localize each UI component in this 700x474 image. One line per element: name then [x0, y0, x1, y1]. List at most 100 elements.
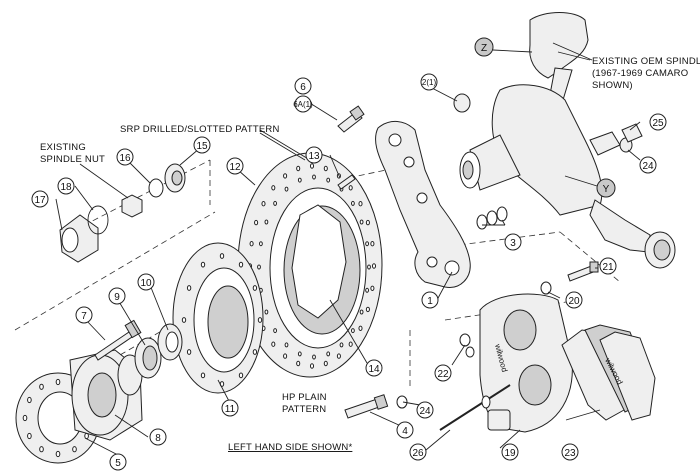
- hole: [370, 285, 375, 291]
- dust-cap: [59, 205, 109, 263]
- hole: [186, 349, 192, 355]
- hole: [271, 185, 276, 191]
- hole: [27, 396, 32, 404]
- rotor-drill-holes: [247, 163, 377, 369]
- wheel-stud: [94, 319, 142, 361]
- hole: [27, 432, 32, 440]
- hole: [200, 372, 206, 379]
- hole: [254, 219, 259, 226]
- svg-text:11: 11: [225, 404, 236, 415]
- callout-16: 16: [116, 148, 134, 166]
- hole: [284, 186, 289, 192]
- hole: [365, 287, 370, 293]
- hole: [252, 349, 258, 355]
- svg-text:24: 24: [419, 406, 431, 417]
- hole: [55, 378, 61, 386]
- hole: [219, 253, 225, 259]
- hole: [273, 328, 278, 334]
- hole: [39, 446, 44, 453]
- callout-25: 25: [649, 113, 667, 131]
- hole: [312, 174, 316, 180]
- srp-pattern-note: SRP DRILLED/SLOTTED PATTERN: [120, 124, 280, 135]
- oem-spindle-note-line2: (1967-1969 CAMARO: [592, 68, 688, 79]
- oem-spindle-note-line3: SHOWN): [592, 80, 633, 91]
- hp-plain-note-line2: PATTERN: [282, 404, 326, 415]
- hole: [339, 342, 344, 348]
- callout-13: 13: [305, 146, 323, 164]
- callout-3: 3: [504, 233, 522, 251]
- left-hand-side-note: LEFT HAND SIDE SHOWN*: [228, 442, 352, 453]
- hole: [264, 309, 269, 315]
- hole: [359, 309, 364, 315]
- hole: [323, 360, 328, 367]
- svg-text:6A(1): 6A(1): [293, 100, 313, 109]
- callout-24-caliper: 24: [416, 401, 434, 419]
- hole: [273, 200, 278, 206]
- hole: [370, 241, 375, 247]
- bearings: [134, 323, 183, 379]
- text-notes: EXISTING OEM SPINDLE* (1967-1969 CAMARO …: [40, 56, 700, 453]
- svg-text:Y: Y: [603, 184, 610, 195]
- svg-text:10: 10: [140, 278, 152, 289]
- svg-text:Z: Z: [481, 43, 487, 54]
- svg-text:9: 9: [114, 292, 120, 303]
- hole: [309, 363, 315, 369]
- hole: [257, 264, 261, 270]
- hole: [351, 328, 355, 334]
- bolts: [337, 105, 599, 419]
- callout-11: 11: [221, 399, 239, 417]
- shims-and-washers: [396, 93, 643, 409]
- svg-text:23: 23: [564, 448, 576, 459]
- hole: [367, 264, 371, 270]
- hole: [365, 306, 370, 313]
- callout-23: 23: [561, 443, 579, 461]
- svg-text:5: 5: [115, 458, 121, 469]
- svg-text:3: 3: [510, 238, 516, 249]
- svg-text:24: 24: [642, 161, 654, 172]
- hole: [238, 261, 244, 268]
- callout-6a: 6A(1): [293, 95, 313, 113]
- hole: [296, 360, 301, 367]
- brake-pads: wilwood: [561, 324, 656, 421]
- callout-15: 15: [193, 136, 211, 154]
- hole: [22, 414, 28, 422]
- spindle-nut-note-line2: SPINDLE NUT: [40, 154, 105, 165]
- callout-6: 6: [294, 77, 312, 95]
- hole: [358, 201, 363, 207]
- svg-text:8: 8: [155, 433, 161, 444]
- svg-text:21: 21: [602, 262, 614, 273]
- callout-2: 2(1): [420, 73, 438, 91]
- hole: [365, 219, 370, 226]
- hub-assembly: [15, 349, 143, 464]
- svg-text:26: 26: [412, 448, 424, 459]
- hole: [296, 165, 301, 172]
- callout-1: 1: [421, 291, 439, 309]
- callouts: Z Y 1 2(1) 3 4 5 6 6A(1) 7 8 9 10 11 12 …: [31, 37, 667, 471]
- caliper-bracket: [375, 121, 471, 288]
- hole: [186, 285, 192, 291]
- oem-spindle-note-line1: EXISTING OEM SPINDLE*: [592, 56, 700, 67]
- svg-text:12: 12: [229, 162, 241, 173]
- hole: [238, 372, 244, 379]
- hole: [365, 241, 370, 247]
- svg-text:2(1): 2(1): [422, 78, 437, 87]
- callout-5: 5: [109, 453, 127, 471]
- hole: [312, 354, 316, 360]
- hole: [252, 285, 258, 291]
- hat-bolt-holes: [181, 253, 263, 387]
- hole: [200, 261, 206, 268]
- hole: [283, 353, 288, 359]
- hole: [259, 241, 263, 247]
- callout-24-spindle: 24: [639, 156, 657, 174]
- hole: [297, 351, 302, 357]
- hole: [348, 185, 353, 191]
- svg-text:6: 6: [300, 82, 306, 93]
- svg-text:1: 1: [427, 296, 433, 307]
- callout-y: Y: [596, 178, 616, 198]
- hole: [326, 177, 331, 183]
- svg-text:20: 20: [568, 296, 580, 307]
- callout-10: 10: [137, 273, 155, 291]
- svg-text:22: 22: [437, 369, 449, 380]
- hole: [283, 173, 288, 179]
- hole: [257, 317, 263, 323]
